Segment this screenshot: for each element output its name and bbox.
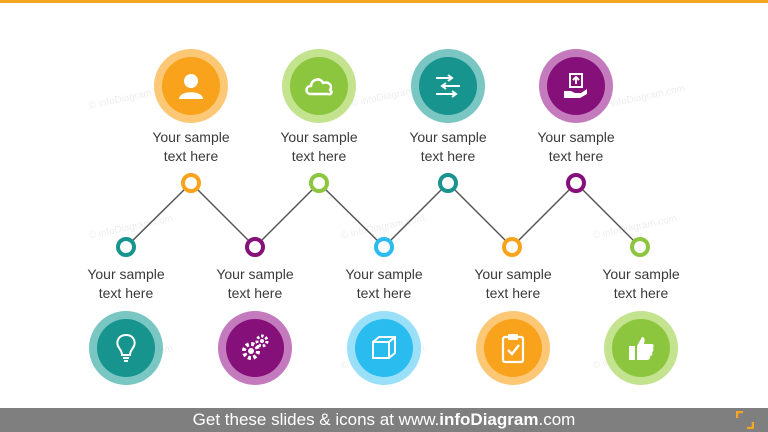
step-6-label: Your sample text here <box>393 128 503 166</box>
step-label-line2: text here <box>227 285 283 301</box>
step-9-label: Your sample text here <box>586 265 696 303</box>
lightbulb-icon <box>116 333 136 362</box>
step-label-line1: Your sample <box>87 266 165 282</box>
step-7-icon-badge <box>476 311 550 385</box>
gears-icon <box>242 334 269 360</box>
timeline-node-8 <box>566 173 586 193</box>
timeline-node-3 <box>245 237 265 257</box>
process-arrows-icon <box>436 74 460 98</box>
step-label-line2: text here <box>420 148 476 164</box>
step-3-label: Your sample text here <box>200 265 310 303</box>
box-icon <box>372 336 396 359</box>
person-icon <box>179 74 203 99</box>
timeline-node-6 <box>438 173 458 193</box>
step-3-icon-badge <box>218 311 292 385</box>
top-accent-bar <box>0 0 768 3</box>
step-2-icon-badge <box>154 49 228 123</box>
step-5-icon-badge <box>347 311 421 385</box>
step-label-line2: text here <box>163 148 219 164</box>
timeline-node-4 <box>309 173 329 193</box>
step-4-icon-badge <box>282 49 356 123</box>
step-8-icon-badge <box>539 49 613 123</box>
step-label-line1: Your sample <box>152 129 230 145</box>
footer-text-after: .com <box>538 410 576 429</box>
step-8-label: Your sample text here <box>521 128 631 166</box>
step-6-icon-badge <box>411 49 485 123</box>
hand-upload-icon <box>564 73 587 98</box>
clipboard-check-icon <box>501 334 525 364</box>
step-9-icon-badge <box>604 311 678 385</box>
step-2-label: Your sample text here <box>136 128 246 166</box>
step-label-line1: Your sample <box>216 266 294 282</box>
footer-text-before: Get these slides & icons at www. <box>192 410 440 429</box>
timeline-node-7 <box>502 237 522 257</box>
step-label-line2: text here <box>291 148 347 164</box>
step-label-line2: text here <box>548 148 604 164</box>
infodiagram-logo-icon <box>736 411 754 429</box>
footer-brand: infoDiagram <box>439 410 539 429</box>
step-7-label: Your sample text here <box>458 265 568 303</box>
step-label-line1: Your sample <box>602 266 680 282</box>
step-label-line1: Your sample <box>537 129 615 145</box>
thumbs-up-icon <box>629 337 654 360</box>
step-label-line1: Your sample <box>474 266 552 282</box>
timeline-node-1 <box>116 237 136 257</box>
timeline-node-2 <box>181 173 201 193</box>
step-5-label: Your sample text here <box>329 265 439 303</box>
step-1-icon-badge <box>89 311 163 385</box>
step-label-line2: text here <box>613 285 669 301</box>
step-1-label: Your sample text here <box>71 265 181 303</box>
step-label-line2: text here <box>98 285 154 301</box>
step-label-line1: Your sample <box>280 129 358 145</box>
timeline-node-5 <box>374 237 394 257</box>
step-label-line2: text here <box>356 285 412 301</box>
step-label-line1: Your sample <box>409 129 487 145</box>
step-label-line2: text here <box>485 285 541 301</box>
timeline-node-9 <box>630 237 650 257</box>
cloud-icon <box>305 78 333 96</box>
footer-banner: Get these slides & icons at www.infoDiag… <box>0 408 768 432</box>
step-label-line1: Your sample <box>345 266 423 282</box>
step-4-label: Your sample text here <box>264 128 374 166</box>
